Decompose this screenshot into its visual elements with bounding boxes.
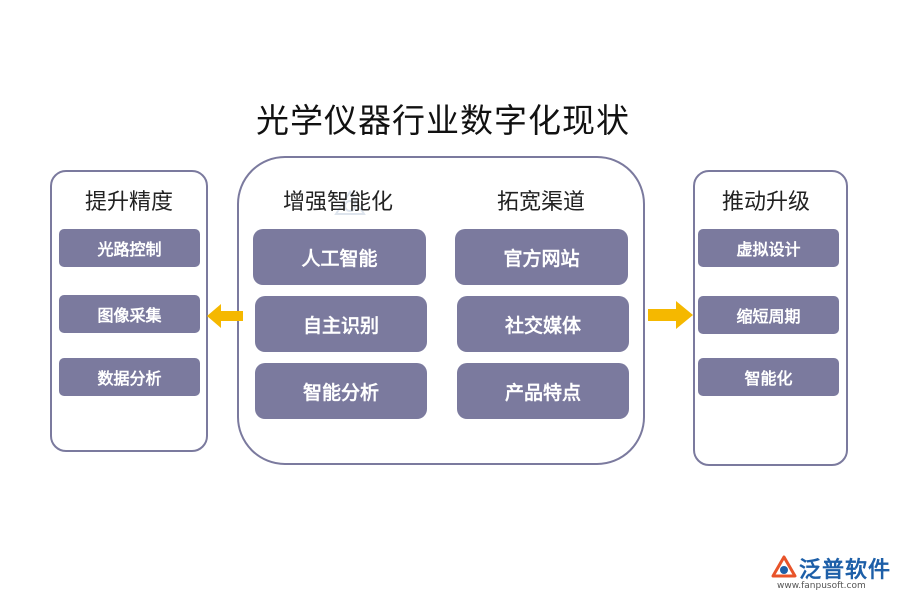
center-col1-item-1: 人工智能	[253, 229, 426, 285]
center-col1-heading: 增强智能化	[283, 190, 394, 215]
center-col2-item-2: 社交媒体	[457, 296, 629, 352]
left-item-2: 图像采集	[59, 295, 200, 333]
left-heading: 提升精度	[85, 190, 174, 215]
diagram-title: 光学仪器行业数字化现状	[256, 101, 630, 140]
brand-logo-icon	[771, 555, 797, 578]
brand-url: www.fanpusoft.com	[777, 581, 866, 591]
center-col1-item-3: 智能分析	[255, 363, 427, 419]
right-arrow-icon	[648, 301, 693, 329]
center-col2-item-3: 产品特点	[457, 363, 629, 419]
left-item-1: 光路控制	[59, 229, 200, 267]
brand-name: 泛普软件	[799, 558, 892, 583]
right-item-2: 缩短周期	[698, 296, 839, 334]
watermark-logo-icon	[334, 190, 366, 215]
left-arrow-icon	[207, 304, 243, 328]
center-col1-item-2: 自主识别	[255, 296, 427, 352]
left-item-3: 数据分析	[59, 358, 200, 396]
right-heading: 推动升级	[722, 190, 811, 215]
brand-logo: 泛普软件 www.fanpusoft.com	[769, 550, 893, 596]
center-col2-heading: 拓宽渠道	[497, 190, 586, 215]
center-col2-item-1: 官方网站	[455, 229, 628, 285]
right-item-1: 虚拟设计	[698, 229, 839, 267]
right-item-3: 智能化	[698, 358, 839, 396]
